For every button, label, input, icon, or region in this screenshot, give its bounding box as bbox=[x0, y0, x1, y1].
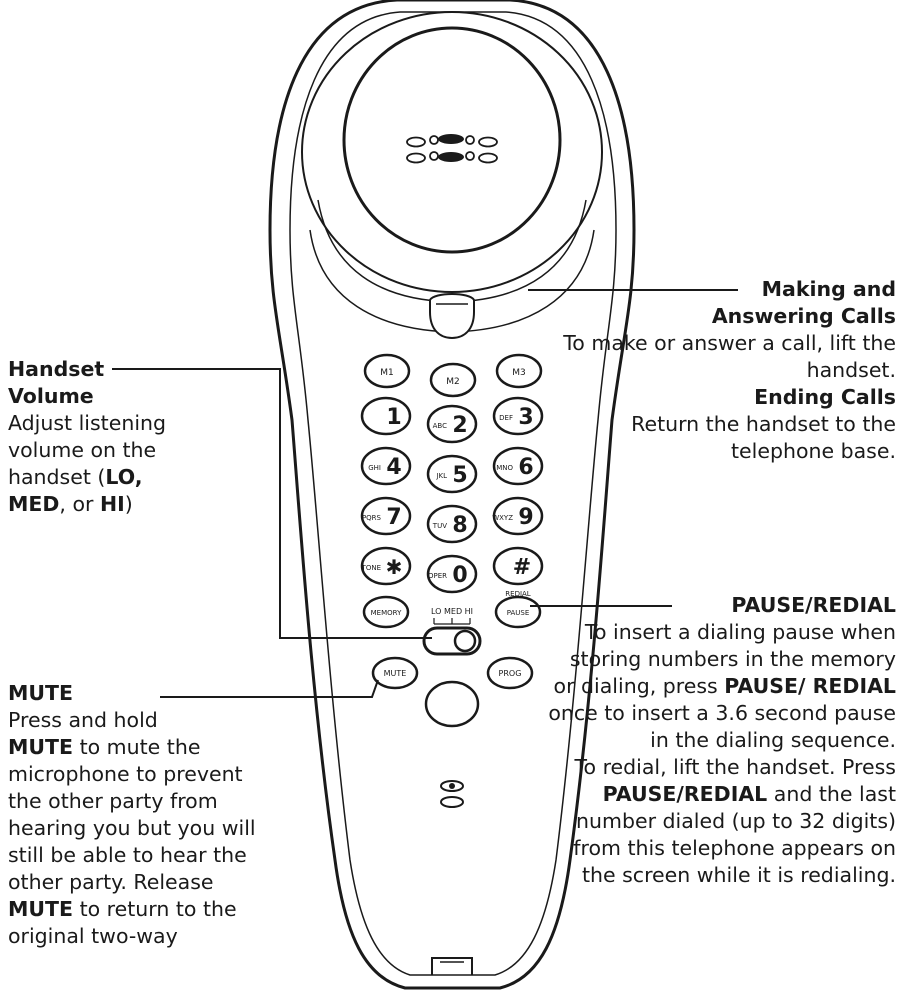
callout-pause-text-c: To redial, lift the handset. Press bbox=[574, 755, 896, 779]
callout-volume-text-c: ) bbox=[124, 492, 133, 516]
callout-making-heading-1: Making and bbox=[761, 277, 896, 301]
center-button[interactable] bbox=[424, 680, 480, 728]
key-hash: # bbox=[492, 546, 544, 586]
key-7: PQRS 7 bbox=[360, 496, 412, 536]
svg-text:0: 0 bbox=[452, 563, 467, 588]
callout-making-heading-2: Answering Calls bbox=[711, 304, 896, 328]
dialpad[interactable]: 1 ABC 2 DEF 3 GHI 4 JKL 5 MNO 6 PQRS 7 T… bbox=[360, 396, 544, 594]
svg-text:6: 6 bbox=[518, 455, 533, 480]
key-6: MNO 6 bbox=[492, 446, 544, 486]
key-2: ABC 2 bbox=[426, 404, 478, 444]
svg-text:LO MED HI: LO MED HI bbox=[431, 607, 473, 616]
callout-pause-bold-b: PAUSE/REDIAL bbox=[602, 782, 768, 806]
callout-volume-heading-1: Handset bbox=[8, 357, 105, 381]
callout-pause-text-a: To insert a dialing pause when storing n… bbox=[553, 620, 896, 698]
svg-text:9: 9 bbox=[518, 505, 533, 530]
svg-text:2: 2 bbox=[452, 413, 467, 438]
svg-text:3: 3 bbox=[518, 405, 533, 430]
callout-volume-lo: LO, bbox=[105, 465, 143, 489]
prog-button[interactable]: PROG bbox=[486, 656, 534, 690]
callout-mute-text-c: to return to the original two-way bbox=[8, 897, 237, 948]
microphone bbox=[440, 780, 464, 808]
key-label-m2: M2 bbox=[446, 377, 460, 387]
svg-text:8: 8 bbox=[452, 513, 467, 538]
key-9: WXYZ 9 bbox=[492, 496, 544, 536]
svg-text:MUTE: MUTE bbox=[384, 669, 407, 678]
hook-switch bbox=[429, 293, 475, 340]
key-4: GHI 4 bbox=[360, 446, 412, 486]
svg-text:MNO: MNO bbox=[496, 464, 513, 472]
leader-volume bbox=[112, 368, 432, 639]
key-5: JKL 5 bbox=[426, 454, 478, 494]
callout-pause-bold-a: PAUSE/ REDIAL bbox=[724, 674, 896, 698]
callout-mute-text-a: Press and hold bbox=[8, 708, 158, 732]
svg-text:JKL: JKL bbox=[435, 472, 447, 480]
svg-text:WXYZ: WXYZ bbox=[492, 514, 513, 522]
svg-text:PROG: PROG bbox=[499, 669, 522, 678]
earpiece-outer bbox=[301, 11, 603, 293]
callout-pause-heading: PAUSE/REDIAL bbox=[731, 593, 896, 617]
svg-text:DEF: DEF bbox=[499, 414, 513, 422]
speaker-holes bbox=[406, 134, 498, 164]
callout-mute-bold-b: MUTE bbox=[8, 897, 74, 921]
leader-lines bbox=[112, 289, 738, 698]
callout-volume-heading-2: Volume bbox=[8, 384, 94, 408]
callout-ending-text: Return the handset to the telephone base… bbox=[631, 412, 896, 463]
svg-text:4: 4 bbox=[386, 455, 401, 480]
callout-ending-heading: Ending Calls bbox=[754, 385, 896, 409]
pause-redial-button[interactable]: REDIAL PAUSE bbox=[494, 590, 542, 629]
svg-text:5: 5 bbox=[452, 463, 467, 488]
callout-pause-redial: PAUSE/REDIAL To insert a dialing pause w… bbox=[548, 592, 896, 889]
key-3: DEF 3 bbox=[492, 396, 544, 436]
key-label-m1: M1 bbox=[380, 368, 394, 378]
callout-pause-text-d: and the last number dialed (up to 32 dig… bbox=[573, 782, 896, 887]
callout-making-text-a: To make or answer a call, lift the hands… bbox=[563, 331, 896, 382]
svg-text:TONE: TONE bbox=[361, 564, 381, 572]
callout-volume-text-a: Adjust listening volume on the handset ( bbox=[8, 411, 167, 489]
key-1: 1 bbox=[360, 396, 412, 436]
svg-text:PAUSE: PAUSE bbox=[507, 609, 530, 617]
memory-button[interactable]: MEMORY bbox=[362, 595, 410, 629]
svg-text:REDIAL: REDIAL bbox=[505, 590, 531, 598]
leader-mute bbox=[160, 679, 379, 698]
mute-button[interactable]: MUTE bbox=[371, 656, 419, 690]
svg-text:#: # bbox=[513, 555, 531, 580]
callout-volume-text-b: , or bbox=[59, 492, 100, 516]
callout-handset-volume: Handset Volume Adjust listening volume o… bbox=[8, 356, 168, 518]
key-0: OPER 0 bbox=[426, 554, 478, 594]
earpiece-cup bbox=[342, 26, 562, 254]
key-star: TONE ✱ bbox=[361, 546, 412, 586]
memory-keys[interactable]: M1 M2 M3 bbox=[363, 353, 543, 398]
svg-text:OPER: OPER bbox=[428, 572, 447, 580]
key-8: TUV 8 bbox=[426, 504, 478, 544]
svg-text:✱: ✱ bbox=[386, 555, 403, 579]
handset-body bbox=[268, 0, 636, 990]
callout-making-answering-calls: Making and Answering Calls To make or an… bbox=[548, 276, 896, 465]
cord-jack bbox=[431, 957, 473, 975]
callout-volume-hi: HI bbox=[99, 492, 125, 516]
svg-text:ABC: ABC bbox=[433, 422, 447, 430]
svg-text:7: 7 bbox=[386, 505, 401, 530]
callout-mute-text-b: to mute the microphone to prevent the ot… bbox=[8, 735, 256, 894]
svg-text:PQRS: PQRS bbox=[362, 514, 382, 522]
key-label-m3: M3 bbox=[512, 368, 526, 378]
callout-pause-text-b: once to insert a 3.6 second pause in the… bbox=[548, 701, 896, 752]
volume-switch[interactable]: LO MED HI bbox=[422, 607, 482, 656]
callout-mute-heading: MUTE bbox=[8, 681, 74, 705]
svg-text:MEMORY: MEMORY bbox=[371, 609, 402, 617]
svg-text:GHI: GHI bbox=[368, 464, 381, 472]
callout-mute-bold-a: MUTE bbox=[8, 735, 74, 759]
callout-volume-med: MED bbox=[8, 492, 60, 516]
svg-text:1: 1 bbox=[386, 405, 401, 430]
svg-text:TUV: TUV bbox=[432, 522, 447, 530]
